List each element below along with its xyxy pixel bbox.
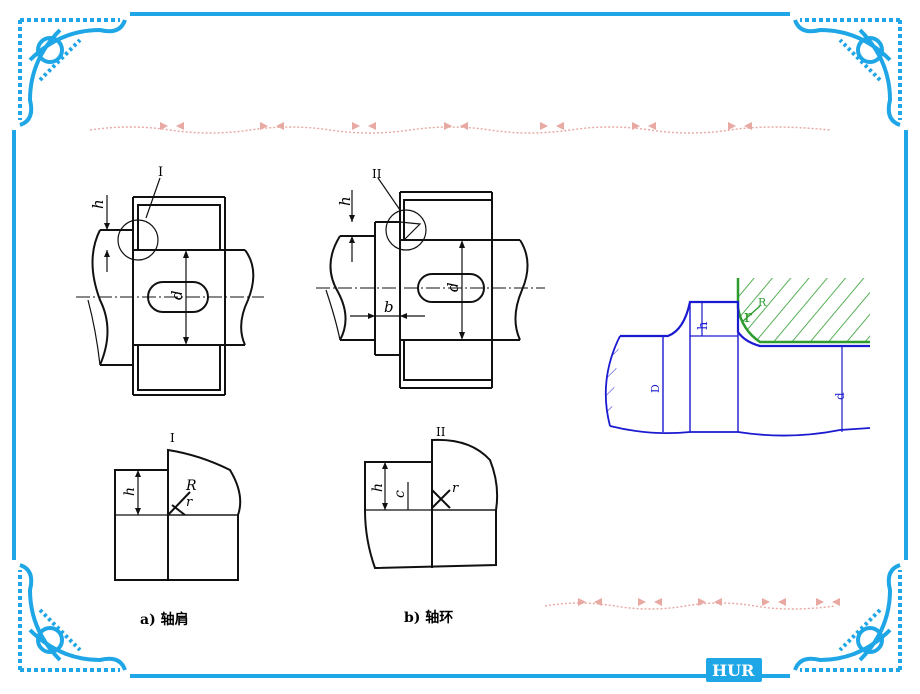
dim-b-b: b [384, 298, 394, 316]
dim-h-detail-b: h [370, 483, 386, 492]
caption-a: a) 轴肩 [140, 611, 189, 628]
detail-label-a: I [158, 165, 163, 180]
corner-ornament-bottom-left [18, 563, 127, 672]
corner-ornament-bottom-right [793, 563, 902, 672]
diagram-b-shaft-collar: II h b d II h c r b) 轴环 [316, 167, 545, 626]
dim-c-b: c [392, 490, 408, 498]
label-d-c: d [833, 392, 847, 400]
dim-R-a: R [185, 478, 197, 494]
detail-label-b: II [372, 167, 382, 181]
hub-section-upper-b [403, 199, 493, 241]
hub-section-lower-a [137, 344, 221, 391]
detail-title-a: I [170, 431, 175, 445]
ribbon-top [89, 122, 831, 134]
label-R-c: R [758, 296, 767, 309]
dim-d-b: d [444, 282, 462, 292]
caption-b: b) 轴环 [404, 609, 453, 626]
diagram-c-fillet-detail: h r R D d [604, 278, 871, 437]
dim-h-b: h [336, 196, 354, 206]
label-h-c: h [696, 321, 711, 330]
logo-badge: HUR [706, 658, 762, 682]
dim-h-detail-a: h [122, 487, 138, 496]
detail-circle-a [117, 219, 159, 261]
label-D-c: D [649, 384, 662, 393]
hub-section-upper-a [137, 204, 221, 251]
logo-text: HUR [712, 661, 755, 680]
label-r-c: r [744, 307, 753, 327]
dim-r-a: r [186, 495, 193, 510]
detail-title-b: II [436, 425, 446, 439]
hub-section-lower-b [403, 339, 493, 381]
decorative-frame [12, 12, 908, 678]
corner-ornament-top-right [793, 18, 902, 127]
ribbon-bottom [544, 598, 840, 610]
corner-ornament-top-left [18, 18, 127, 127]
diagram-a-shaft-shoulder: I h d I h R r a) 轴肩 [76, 165, 264, 628]
dim-r-b: r [452, 481, 459, 496]
dim-d-a: d [168, 290, 186, 300]
detail-circle-b [385, 209, 427, 251]
dim-h-a: h [89, 199, 107, 209]
